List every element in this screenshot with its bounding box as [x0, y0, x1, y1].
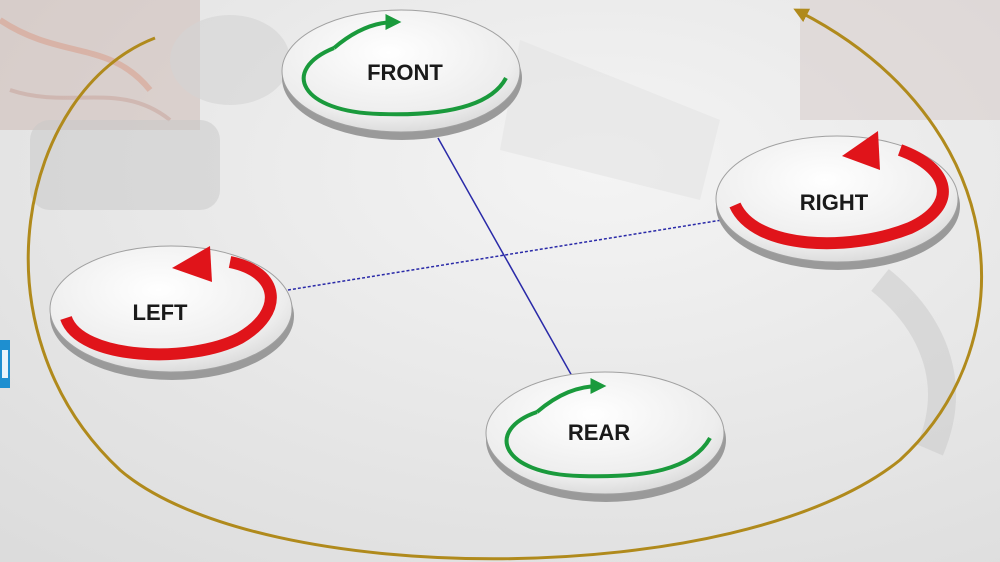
rotor-front: FRONT	[281, 9, 522, 140]
rotor-label-front: FRONT	[367, 60, 443, 85]
rotor-left: LEFT	[49, 245, 294, 380]
rotor-right: RIGHT	[715, 131, 960, 270]
rotor-label-left: LEFT	[133, 300, 189, 325]
rotor-label-rear: REAR	[568, 420, 630, 445]
counterclockwise-arrow-icon	[60, 256, 277, 361]
rotor-rear: REAR	[485, 371, 726, 502]
rotor-label-right: RIGHT	[800, 190, 869, 215]
frame-line-left-right	[287, 219, 723, 291]
orbit-ring	[26, 8, 983, 561]
counterclockwise-arrow-icon	[729, 144, 949, 250]
clockwise-arrow-icon	[504, 410, 712, 479]
frame-line-front-rear	[437, 137, 573, 377]
clockwise-arrow-icon	[301, 46, 508, 117]
